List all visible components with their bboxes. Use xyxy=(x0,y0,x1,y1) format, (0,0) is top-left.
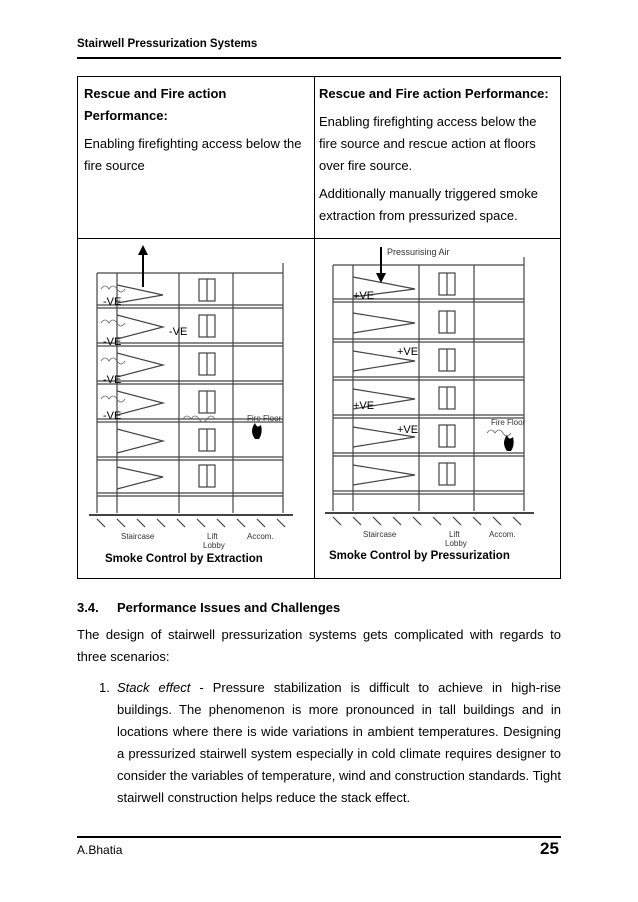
pressurization-label-4: +VE xyxy=(397,424,418,436)
page-number: 25 xyxy=(540,839,559,858)
list-item: 1. Stack effect - Pressure stabilization… xyxy=(99,677,561,809)
extraction-label-1: -VE xyxy=(103,296,121,308)
table-column-divider xyxy=(314,77,315,578)
extraction-diagram: -VE -VE -VE -VE -VE Fire Floor Staircase… xyxy=(89,245,293,565)
pressurization-diagram: Pressurising Air +VE +VE +VE +VE Fire Fl… xyxy=(325,247,534,562)
intro-paragraph: The design of stairwell pressurization s… xyxy=(77,627,561,664)
page-header-title: Stairwell Pressurization Systems xyxy=(77,38,258,50)
right-cell-body-additional: Additionally manually triggered smoke ex… xyxy=(319,186,538,223)
extraction-label-2: -VE xyxy=(169,326,187,338)
pressurization-caption: Smoke Control by Pressurization xyxy=(329,550,510,562)
pressurization-fire-floor-label: Fire Floor xyxy=(491,418,526,427)
extraction-lift-label: Lift xyxy=(207,532,218,541)
list-item-number: 1. xyxy=(99,680,110,695)
section-title: Performance Issues and Challenges xyxy=(117,600,341,615)
left-cell-body: Enabling firefighting access below the f… xyxy=(84,136,302,173)
header-rule xyxy=(77,57,561,59)
comparison-table: Rescue and Fire action Performance: Enab… xyxy=(77,76,561,579)
extraction-label-5: -VE xyxy=(103,410,121,422)
section-number: 3.4. xyxy=(77,600,99,615)
right-cell-heading: Rescue and Fire action Performance: xyxy=(319,86,549,101)
table-cell-right-text: Rescue and Fire action Performance: Enab… xyxy=(319,83,555,233)
footer-author: A.Bhatia xyxy=(77,843,123,857)
list-item-term: Stack effect xyxy=(117,680,191,695)
pressurization-lift-label: Lift xyxy=(449,530,460,539)
list-item-text: Stack effect - Pressure stabilization is… xyxy=(117,677,561,809)
extraction-accom-label: Accom. xyxy=(247,532,274,541)
left-cell-heading: Rescue and Fire action Performance: xyxy=(84,86,227,123)
pressurization-accom-label: Accom. xyxy=(489,530,516,539)
pressurization-label-1: +VE xyxy=(353,290,374,302)
pressurization-label-3: +VE xyxy=(353,400,374,412)
extraction-staircase-label: Staircase xyxy=(121,532,155,541)
footer-rule xyxy=(77,836,561,838)
extraction-caption: Smoke Control by Extraction xyxy=(105,553,263,565)
extraction-label-3: -VE xyxy=(103,336,121,348)
pressurization-staircase-label: Staircase xyxy=(363,530,397,539)
pressurization-lobby-label: Lobby xyxy=(445,539,467,548)
extraction-label-4: -VE xyxy=(103,374,121,386)
list-item-body: - Pressure stabilization is difficult to… xyxy=(117,680,561,805)
section-heading: 3.4. Performance Issues and Challenges xyxy=(77,600,340,615)
right-cell-body: Enabling firefighting access below the f… xyxy=(319,114,537,173)
pressurization-label-2: +VE xyxy=(397,346,418,358)
extraction-lobby-label: Lobby xyxy=(203,541,225,550)
extraction-fire-floor-label: Fire Floor xyxy=(247,414,282,423)
pressurising-air-label: Pressurising Air xyxy=(387,247,450,257)
table-cell-left-text: Rescue and Fire action Performance: Enab… xyxy=(84,83,306,183)
table-row-divider xyxy=(78,238,560,239)
